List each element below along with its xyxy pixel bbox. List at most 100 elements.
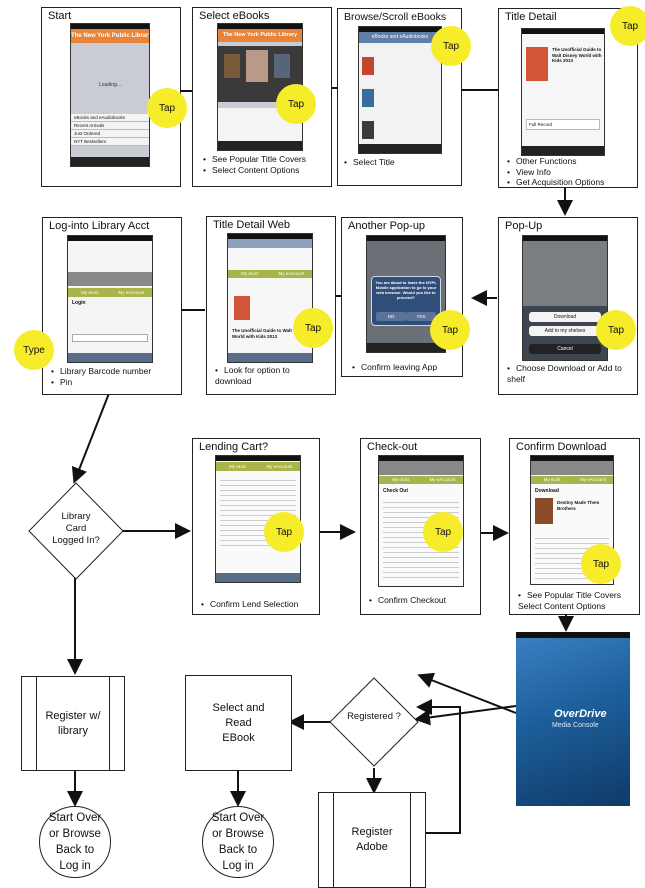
tap-callout: Tap <box>610 6 645 46</box>
arrow-overdrive-registered <box>414 705 517 726</box>
decision-registered <box>329 677 419 767</box>
url-bar[interactable] <box>228 239 312 248</box>
tap-callout: Tap <box>264 512 304 552</box>
login-heading: Login <box>72 300 86 306</box>
overdrive-subtitle: Media Console <box>552 722 599 729</box>
register-adobe-label: Register Adobe <box>351 826 393 853</box>
panel-title: Browse/Scroll eBooks <box>344 11 447 23</box>
tab-bar <box>367 343 445 352</box>
panel-another-popup: Another Pop-up You are about to leave th… <box>341 217 463 377</box>
my-elist-tab[interactable]: My eList <box>216 462 259 471</box>
type-callout: Type <box>14 330 54 370</box>
tab-bar <box>359 144 441 153</box>
panel-bullets: Select Title <box>344 157 395 168</box>
my-eaccount-tab[interactable]: My eAccount <box>259 462 300 471</box>
menu-item[interactable]: NYT Bestsellers <box>71 138 149 146</box>
menu-item[interactable]: Recent Arrivals <box>71 122 149 130</box>
my-eaccount-tab[interactable]: My eAccount <box>271 270 312 278</box>
register-library-box: Register w/ library <box>21 676 125 771</box>
alert-dialog: You are about to leave the NYPL Mobile a… <box>371 276 441 326</box>
panel-title-detail-web: Title Detail Web My eList My eAccount Th… <box>206 216 336 395</box>
panel-bullets: See Popular Title Covers Select Content … <box>518 590 642 611</box>
menu-item[interactable]: Just Ordered <box>71 130 149 138</box>
arrow-adobe-loop <box>416 699 461 834</box>
decision-library-label: Library Card Logged In? <box>52 511 100 546</box>
my-elist-tab[interactable]: My eList <box>68 288 111 297</box>
tap-callout: Tap <box>423 512 463 552</box>
my-elist-tab[interactable]: My eList <box>379 476 422 484</box>
overdrive-splash-screenshot: OverDrive Media Console <box>516 632 630 806</box>
panel-login: Log-into Library Acct My eList My eAccou… <box>42 217 182 395</box>
full-record-link[interactable]: Full Record <box>526 119 600 130</box>
phone-screenshot-popup: Download Add to my shelves Cancel <box>522 235 608 361</box>
icon-row <box>379 461 463 475</box>
book-cover <box>535 498 553 524</box>
menu-item[interactable]: eBooks and eAudiobooks <box>71 114 149 122</box>
panel-title: Lending Cart? <box>199 441 269 453</box>
book-cover <box>234 296 250 320</box>
add-to-shelves-button[interactable]: Add to my shelves <box>529 326 601 336</box>
terminal-start-over-left: Start Over or Browse Back to Log in <box>39 806 111 878</box>
icon-row <box>531 461 613 475</box>
my-elist-tab[interactable]: My eList <box>531 476 573 484</box>
phone-screenshot-another: You are about to leave the NYPL Mobile a… <box>366 235 446 353</box>
book-row[interactable] <box>362 121 374 139</box>
select-read-box: Select and Read EBook <box>185 675 292 771</box>
library-header: The New York Public Library <box>71 29 149 43</box>
download-button[interactable]: Download <box>529 312 601 322</box>
tap-callout: Tap <box>581 544 621 584</box>
panel-bullets: Look for option to download <box>215 365 327 386</box>
book-row[interactable] <box>362 89 374 107</box>
alert-no-button[interactable]: NO <box>376 312 406 321</box>
panel-bullets: Confirm Checkout <box>369 595 446 606</box>
action-sheet: Download Add to my shelves Cancel <box>523 306 607 360</box>
tap-callout: Tap <box>431 26 471 66</box>
barcode-field[interactable] <box>72 334 148 342</box>
tab-bar <box>228 353 312 362</box>
book-title: The Unofficial Guide to Walt Disney Worl… <box>552 47 602 63</box>
tap-callout: Tap <box>596 310 636 350</box>
my-eaccount-tab[interactable]: My eAccount <box>111 288 152 297</box>
loading-text: Loading... <box>99 82 121 88</box>
icon-row <box>68 272 152 286</box>
my-eaccount-tab[interactable]: My eAccount <box>422 476 463 484</box>
tap-callout: Tap <box>147 88 187 128</box>
panel-title: Another Pop-up <box>348 220 426 232</box>
terminal-start-over-right: Start Over or Browse Back to Log in <box>202 806 274 878</box>
confirm-heading: Download <box>535 488 559 494</box>
phone-screenshot-start: The New York Public Library Loading... e… <box>70 23 150 167</box>
arrow-overdrive-adobe <box>417 672 517 714</box>
tab-bar <box>71 157 149 166</box>
select-read-label: Select and Read EBook <box>212 701 265 744</box>
panel-title: Title Detail Web <box>213 219 291 231</box>
panel-bullets: See Popular Title Covers Select Content … <box>203 154 306 175</box>
alert-yes-button[interactable]: YES <box>406 312 436 321</box>
panel-confirm-download: Confirm Download My eList My eAccount Do… <box>509 438 640 615</box>
book-row[interactable] <box>362 57 374 75</box>
panel-title: Select eBooks <box>199 10 270 22</box>
decision-library-card <box>28 482 124 580</box>
overdrive-logo: OverDrive <box>554 708 607 720</box>
panel-title: Pop-Up <box>505 220 543 232</box>
panel-bullets: Confirm leaving App <box>352 362 437 373</box>
cancel-button[interactable]: Cancel <box>529 344 601 354</box>
my-eaccount-tab[interactable]: My eAccount <box>573 476 613 484</box>
panel-bullets: Choose Download or Add to shelf <box>507 363 635 384</box>
tab-bar <box>68 353 152 362</box>
panel-bullets: Library Barcode number Pin <box>51 366 151 387</box>
my-elist-tab[interactable]: My eList <box>228 270 271 278</box>
register-library-label: Register w/ library <box>45 709 101 737</box>
panel-title: Log-into Library Acct <box>49 220 150 232</box>
panel-title: Title Detail <box>505 11 557 23</box>
register-adobe-box: Register Adobe <box>318 792 426 888</box>
tap-callout: Tap <box>293 308 333 348</box>
library-header: The New York Public Library <box>218 29 302 42</box>
tap-callout: Tap <box>276 84 316 124</box>
tab-bar <box>216 573 300 582</box>
panel-popup: Pop-Up Download Add to my shelves Cancel… <box>498 217 638 395</box>
panel-bullets: Confirm Lend Selection <box>201 599 298 610</box>
confirm-book-title: Destiny Made Them Brothers <box>557 500 600 511</box>
alert-text: You are about to leave the NYPL Mobile a… <box>375 280 437 300</box>
phone-screenshot-login: My eList My eAccount Login <box>67 235 153 363</box>
panel-bullets: Other Functions View Info Get Acquisitio… <box>507 156 604 188</box>
